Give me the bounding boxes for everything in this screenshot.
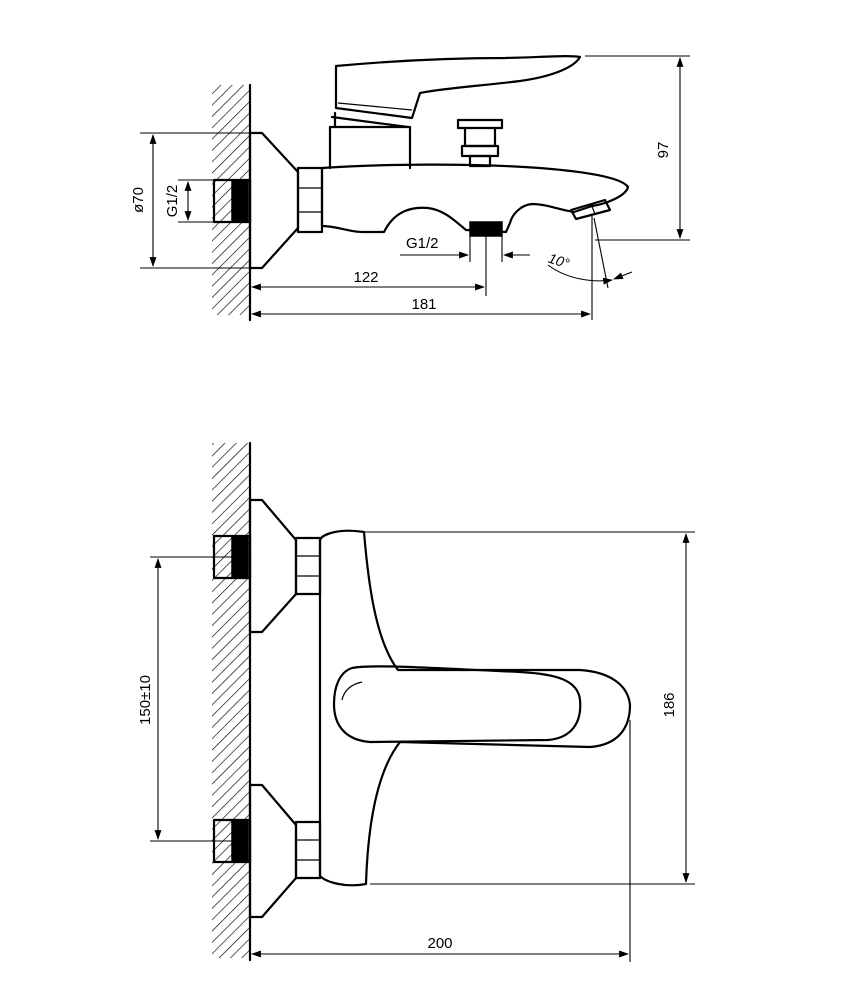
upper-hex-nut bbox=[294, 536, 322, 596]
dim-height-97: 97 bbox=[655, 142, 672, 159]
escutcheon bbox=[248, 131, 300, 270]
side-view: 97 ø70 G1/2 G1/2 10° 122 181 bbox=[130, 55, 690, 322]
front-view: 150±10 186 200 bbox=[137, 441, 695, 962]
upper-escutcheon bbox=[248, 498, 298, 634]
dim-width-200: 200 bbox=[427, 935, 452, 952]
lever-handle-front bbox=[332, 665, 582, 744]
cartridge-housing bbox=[328, 125, 412, 170]
connector-thread bbox=[231, 179, 249, 223]
lower-escutcheon bbox=[248, 783, 298, 919]
outlet-thread bbox=[469, 221, 503, 237]
dim-axis-spacing: 150±10 bbox=[137, 675, 154, 725]
mixer-body bbox=[320, 163, 630, 234]
diverter-knob bbox=[456, 118, 504, 168]
dim-height-186: 186 bbox=[661, 692, 678, 717]
dim-thread-wall: G1/2 bbox=[164, 185, 181, 218]
hex-nut bbox=[296, 166, 324, 234]
dim-diameter-70: ø70 bbox=[130, 187, 147, 213]
dim-outlet-offset-122: 122 bbox=[353, 269, 378, 286]
lever-handle bbox=[334, 55, 582, 120]
wall-hatch-front bbox=[212, 443, 250, 958]
mixer-body-front bbox=[318, 529, 632, 887]
dim-total-depth-181: 181 bbox=[411, 296, 436, 313]
lower-hex-nut bbox=[294, 820, 322, 880]
spout-aerator bbox=[569, 198, 612, 221]
dim-thread-outlet: G1/2 bbox=[406, 235, 439, 252]
dim-angle-10: 10° bbox=[546, 250, 571, 272]
